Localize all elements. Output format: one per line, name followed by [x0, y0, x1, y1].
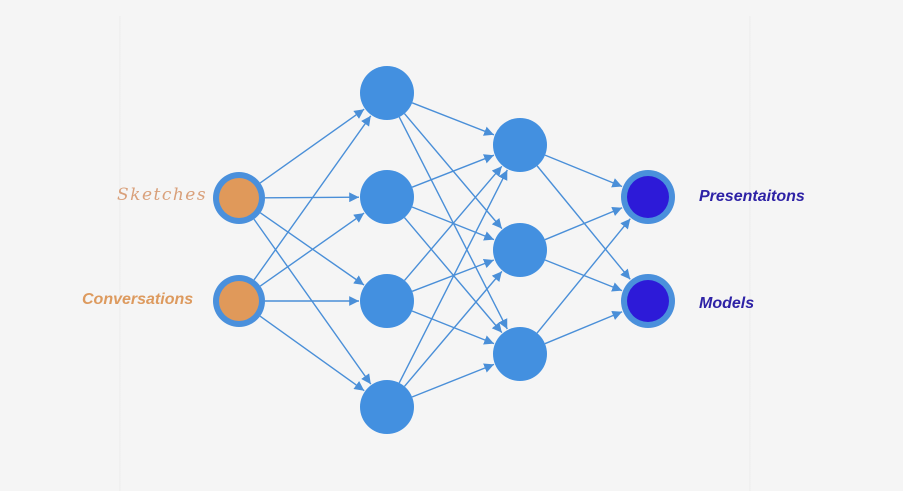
edge-h2-1-to-out-presentations [544, 154, 623, 188]
edge-h2-1-to-out-models [536, 165, 631, 280]
edge-in-conversations-to-h1-4 [259, 315, 365, 392]
hidden-node-circle [360, 274, 414, 328]
panel-divider-left [119, 16, 121, 491]
node-core [219, 281, 259, 321]
edge-h1-4-to-h2-3 [411, 363, 495, 398]
hidden-node-circle [360, 380, 414, 434]
hidden-node-circle [493, 327, 547, 381]
node-in-conversations [213, 275, 265, 327]
edge-in-conversations-to-h1-2 [259, 212, 365, 287]
node-core [627, 176, 669, 218]
edge-h1-3-to-h2-1 [403, 165, 503, 281]
hidden-node-circle [493, 118, 547, 172]
edges [253, 102, 631, 398]
node-h2-1 [493, 118, 547, 172]
node-h1-3 [360, 274, 414, 328]
edge-in-conversations-to-h1-1 [253, 115, 372, 281]
edge-h1-4-to-h2-1 [398, 169, 508, 384]
edge-h2-2-to-out-presentations [544, 206, 623, 241]
node-h1-1 [360, 66, 414, 120]
node-h1-4 [360, 380, 414, 434]
hidden-node-circle [360, 66, 414, 120]
edge-h2-3-to-out-presentations [536, 218, 631, 334]
node-h2-2 [493, 223, 547, 277]
node-h2-3 [493, 327, 547, 381]
hidden-node-circle [360, 170, 414, 224]
input-label-conversations: Conversations [82, 291, 194, 308]
node-in-sketches [213, 172, 265, 224]
output-label-models: Models [699, 295, 755, 312]
node-h1-2 [360, 170, 414, 224]
edge-in-sketches-to-h1-1 [259, 108, 365, 184]
edge-h1-2-to-h2-1 [411, 154, 495, 188]
node-out-presentations [621, 170, 675, 224]
edge-h1-3-to-h2-3 [411, 310, 495, 345]
input-label-sketches: Sketches [117, 185, 208, 205]
hidden-node-circle [493, 223, 547, 277]
edge-h2-3-to-out-models [544, 310, 623, 345]
edge-h1-4-to-h2-2 [403, 270, 503, 387]
output-label-presentations: Presentaitons [699, 188, 805, 205]
node-out-models [621, 274, 675, 328]
node-core [627, 280, 669, 322]
nodes [213, 66, 675, 434]
node-core [219, 178, 259, 218]
panel-divider-right [749, 16, 751, 491]
edge-h1-1-to-h2-1 [411, 102, 495, 136]
